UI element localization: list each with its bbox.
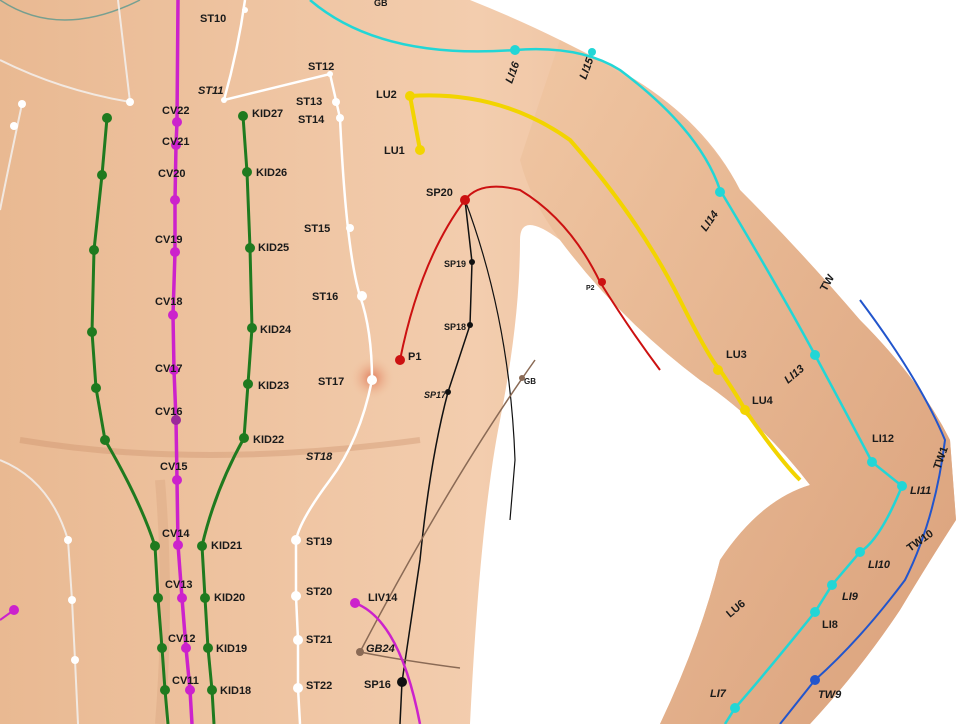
label-sp18: SP18	[444, 322, 466, 332]
label-kid26: KID26	[256, 167, 287, 179]
label-cv15: CV15	[160, 461, 188, 473]
label-kid21: KID21	[211, 540, 242, 552]
label-cv21: CV21	[162, 136, 190, 148]
label-gb-top: GB	[374, 0, 388, 8]
label-tw: TW	[818, 272, 837, 293]
label-cv19: CV19	[155, 234, 183, 246]
label-st17: ST17	[318, 376, 344, 388]
label-li12: LI12	[872, 433, 894, 445]
label-sp20: SP20	[426, 187, 453, 199]
label-gb-chest: GB	[524, 377, 536, 386]
label-st19: ST19	[306, 536, 332, 548]
label-kid24: KID24	[260, 324, 292, 336]
label-cv16: CV16	[155, 406, 183, 418]
label-st14: ST14	[298, 114, 325, 126]
label-li7: LI7	[710, 688, 727, 700]
gb24-point	[356, 648, 364, 656]
label-li11: LI11	[910, 485, 931, 497]
label-st20: ST20	[306, 586, 332, 598]
label-sp19: SP19	[444, 259, 466, 269]
label-sp16: SP16	[364, 679, 391, 691]
label-cv12: CV12	[168, 633, 196, 645]
p2-point	[598, 278, 606, 286]
label-p1: P1	[408, 351, 421, 363]
label-cv14: CV14	[162, 528, 190, 540]
label-cv20: CV20	[158, 168, 186, 180]
label-kid22: KID22	[253, 434, 284, 446]
label-kid23: KID23	[258, 380, 289, 392]
label-lu4: LU4	[752, 395, 774, 407]
arm-skin	[520, 40, 956, 724]
label-st16: ST16	[312, 291, 338, 303]
label-lu3: LU3	[726, 349, 747, 361]
liv14-point	[350, 598, 360, 608]
label-gb24: GB24	[366, 643, 395, 655]
label-cv11: CV11	[172, 675, 199, 687]
label-st21: ST21	[306, 634, 332, 646]
label-tw9: TW9	[818, 689, 842, 701]
label-st22: ST22	[306, 680, 332, 692]
label-st18: ST18	[306, 451, 333, 463]
label-lu1: LU1	[384, 145, 405, 157]
tw9-point	[810, 675, 820, 685]
label-sp17: SP17	[424, 390, 447, 400]
label-cv22: CV22	[162, 105, 190, 117]
label-st12: ST12	[308, 61, 334, 73]
label-cv13: CV13	[165, 579, 193, 591]
label-st15: ST15	[304, 223, 330, 235]
label-st13: ST13	[296, 96, 322, 108]
label-cv17: CV17	[155, 363, 183, 375]
label-li9: LI9	[842, 591, 859, 603]
label-liv14: LIV14	[368, 592, 398, 604]
label-st11: ST11	[198, 85, 223, 97]
label-kid18: KID18	[220, 685, 251, 697]
p1-point	[395, 355, 405, 365]
label-li8: LI8	[822, 619, 838, 631]
label-kid20: KID20	[214, 592, 245, 604]
label-cv18: CV18	[155, 296, 183, 308]
label-st10: ST10	[200, 13, 226, 25]
label-p2: P2	[586, 285, 595, 292]
label-lu2: LU2	[376, 89, 397, 101]
label-li10: LI10	[868, 559, 891, 571]
label-kid19: KID19	[216, 643, 247, 655]
label-kid25: KID25	[258, 242, 289, 254]
label-kid27: KID27	[252, 108, 283, 120]
